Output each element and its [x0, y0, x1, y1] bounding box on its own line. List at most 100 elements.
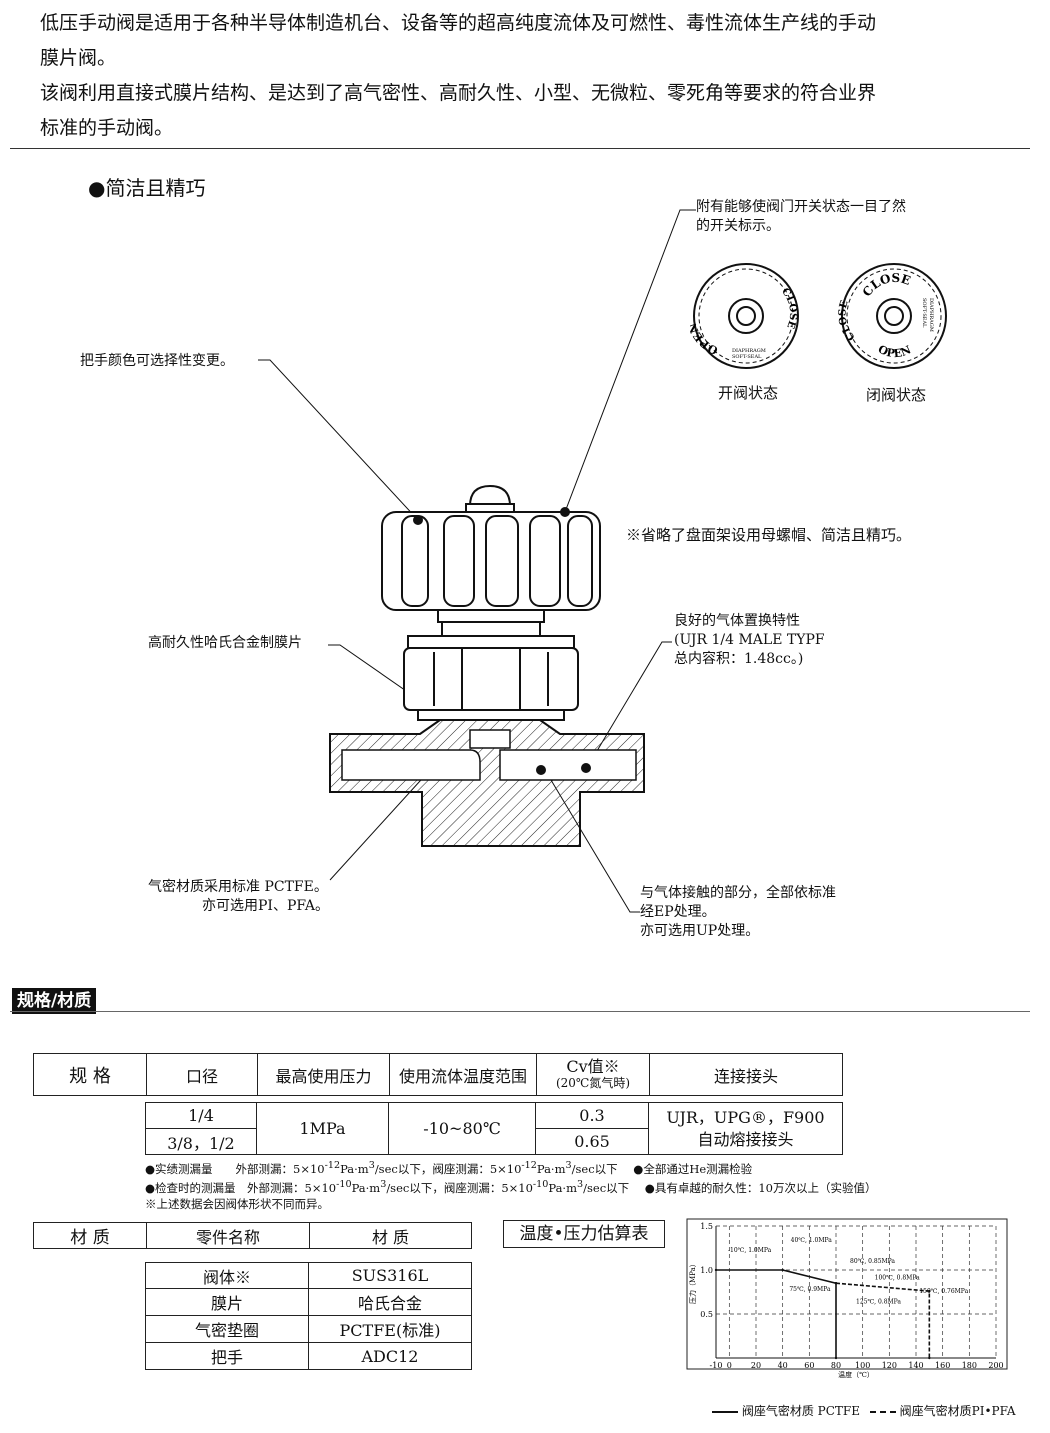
material-value: PCTFE(标准) — [308, 1315, 472, 1343]
leak-note-inspection: ●检查时的测漏量 外部测漏：5×10-10Pa·m3/sec以下，阀座测漏：5×… — [145, 1178, 877, 1195]
intro-line-4: 标准的手动阀。 — [40, 117, 174, 139]
table-row: 膜片 哈氏合金 — [145, 1288, 472, 1316]
wetted-callout-line-3: 亦可选用UP处理。 — [640, 923, 760, 939]
leak-notes: ●实绩测漏量 外部测漏：5×10-12Pa·m3/sec以下，阀座测漏：5×10… — [145, 1158, 1025, 1212]
spec-bore-2: 3/8，1/2 — [145, 1128, 257, 1155]
spec-header-cv-label: Cv值※ — [566, 1056, 620, 1076]
chart-y-tick: 1.5 — [700, 1222, 713, 1231]
chart-annotation: 80℃, 0.85MPa — [850, 1258, 895, 1265]
nut-omitted-callout: ※省略了盘面架设用母螺帽、简洁且精巧。 — [626, 526, 912, 544]
seal-callout: 气密材质采用标准 PCTFE。 亦可选用PI、PFA。 — [148, 878, 329, 916]
material-value: SUS316L — [308, 1262, 472, 1289]
spec-connection-line-1: UJR，UPG®，F900 — [666, 1107, 825, 1127]
intro-line-3: 该阀利用直接式膜片结构、是达到了高气密性、高耐久性、小型、无微粒、零死角等要求的… — [40, 82, 877, 104]
table-row: 阀体※ SUS316L — [145, 1262, 472, 1289]
knob-close-marking-2: SOFT-SEAL — [921, 298, 927, 328]
legend-dashed-label: 阀座气密材质PI•PFA — [899, 1404, 1016, 1418]
section-tag-spec-material: 规格/材质 — [12, 988, 97, 1014]
chart-title: 温度•压力估算表 — [503, 1220, 665, 1248]
spec-header-temp: 使用流体温度范围 — [389, 1053, 537, 1096]
spec-connection: UJR，UPG®，F900 自动熔接接头 — [648, 1102, 843, 1155]
knob-close: CLOSE CLOSE OPEN DIAPHRAGM SOFT-SEAL — [837, 263, 947, 369]
chart-xlabel: 温度（℃） — [838, 1370, 874, 1379]
indicator-callout-line-2: 的开关标示。 — [696, 218, 780, 234]
chart-annotation: 75℃, 0.9MPa — [789, 1286, 831, 1293]
material-table: 阀体※ SUS316L 膜片 哈氏合金 气密垫圈 PCTFE(标准) 把手 AD… — [145, 1262, 472, 1370]
material-header-table: 材 质 零件名称 材 质 — [33, 1222, 472, 1249]
chart-point — [834, 1282, 838, 1285]
material-header-label: 材 质 — [33, 1222, 147, 1249]
seal-callout-line-1: 气密材质采用标准 PCTFE。 — [148, 879, 328, 895]
chart-x-tick: 200 — [988, 1361, 1003, 1370]
intro-paragraph: 低压手动阀是适用于各种半导体制造机台、设备等的超高纯度流体及可燃性、毒性流体生产… — [40, 6, 1020, 146]
knob-open-marking-1: DIAPHRAGM — [732, 348, 766, 354]
material-value: ADC12 — [308, 1342, 472, 1370]
knob-indicators: OPEN OPEN CLOSE DIAPHRAGM SOFT-SEAL CLOS… — [690, 258, 947, 369]
wetted-callout-line-2: 经EP处理。 — [640, 904, 716, 920]
chart-series-line-1 — [716, 1269, 837, 1358]
wetted-callout-line-1: 与气体接触的部分，全部依标准 — [640, 885, 836, 901]
chart-x-tick: 40 — [778, 1361, 788, 1370]
chart-x-tick: -10 — [710, 1361, 723, 1370]
intro-line-2: 膜片阀。 — [40, 47, 117, 69]
chart-x-tick: 140 — [908, 1361, 923, 1370]
spec-header-connection: 连接接头 — [649, 1053, 843, 1096]
seal-callout-line-2: 亦可选用PI、PFA。 — [202, 898, 329, 914]
chart-annotation: 125℃, 0.8MPa — [856, 1299, 901, 1306]
handle-color-callout: 把手颜色可选择性变更。 — [80, 353, 234, 369]
chart-grid — [715, 1225, 997, 1359]
chart-x-tick: 180 — [962, 1361, 977, 1370]
chart-annotation: -10℃, 1.0MPa — [728, 1247, 772, 1254]
knob-open: OPEN OPEN CLOSE DIAPHRAGM SOFT-SEAL — [690, 258, 799, 369]
chart-y-tick: 0.5 — [700, 1310, 713, 1319]
knob-open-word-top: OPEN — [690, 258, 730, 261]
knob-close-open-word: OPEN — [876, 343, 913, 361]
material-header-part: 零件名称 — [146, 1222, 310, 1249]
chart-frame — [686, 1218, 1008, 1370]
chart-ylabel: 压力（MPa） — [688, 1260, 697, 1304]
close-state-caption: 闭阀状态 — [866, 386, 927, 404]
indicator-callout: 附有能够使阀门开关状态一目了然 的开关标示。 — [696, 198, 906, 236]
chart-legend: 阀座气密材质 PCTFE 阀座气密材质PI•PFA — [712, 1402, 1016, 1419]
spec-header-label: 规 格 — [33, 1053, 147, 1096]
chart-x-tick: 20 — [751, 1361, 761, 1370]
table-row: 把手 ADC12 — [145, 1342, 472, 1370]
section-divider — [10, 1011, 1030, 1012]
legend-solid-swatch — [712, 1410, 738, 1413]
spec-values-table: 1/4 1MPa -10~80℃ 0.3 UJR，UPG®，F900 自动熔接接… — [145, 1102, 843, 1155]
intro-line-1: 低压手动阀是适用于各种半导体制造机台、设备等的超高纯度流体及可燃性、毒性流体生产… — [40, 12, 877, 34]
chart-point — [781, 1268, 784, 1272]
chart-series — [714, 1268, 931, 1360]
diaphragm-callout: 高耐久性哈氏合金制膜片 — [148, 635, 302, 651]
knob-open-marking-2: SOFT-SEAL — [732, 354, 762, 360]
open-state-caption: 开阀状态 — [718, 384, 779, 402]
spec-header-cv: Cv值※ (20℃氮气時) — [536, 1053, 650, 1096]
spec-pressure: 1MPa — [256, 1102, 389, 1155]
chart-x-tick: 120 — [882, 1361, 897, 1370]
chart-point — [714, 1268, 718, 1272]
table-row: 气密垫圈 PCTFE(标准) — [145, 1315, 472, 1343]
indicator-callout-line-1: 附有能够使阀门开关状态一目了然 — [696, 199, 906, 215]
purge-callout-line-1: 良好的气体置换特性 — [674, 613, 800, 629]
chart-point — [834, 1356, 838, 1360]
material-part: 膜片 — [145, 1288, 309, 1316]
valve-drawing — [258, 209, 696, 913]
purge-callout-line-2: (UJR 1/4 MALE TYPF — [674, 632, 825, 648]
chart-point — [928, 1356, 931, 1360]
material-header-material: 材 质 — [309, 1222, 472, 1249]
chart-x-tick: 0 — [727, 1361, 732, 1370]
material-part: 阀体※ — [145, 1262, 309, 1289]
purge-callout: 良好的气体置换特性 (UJR 1/4 MALE TYPF 总内容积：1.48cc… — [674, 612, 825, 669]
material-part: 把手 — [145, 1342, 309, 1370]
purge-callout-line-3: 总内容积：1.48cc。) — [674, 651, 804, 667]
material-value: 哈氏合金 — [308, 1288, 472, 1316]
spec-header-table: 规 格 口径 最高使用压力 使用流体温度范围 Cv值※ (20℃氮气時) 连接接… — [33, 1053, 843, 1096]
chart-point — [928, 1289, 931, 1293]
chart-y-tick: 1.0 — [700, 1266, 713, 1275]
legend-solid-label: 阀座气密材质 PCTFE — [741, 1404, 860, 1418]
spec-bore-1: 1/4 — [145, 1102, 257, 1129]
spec-header-bore: 口径 — [146, 1053, 258, 1096]
